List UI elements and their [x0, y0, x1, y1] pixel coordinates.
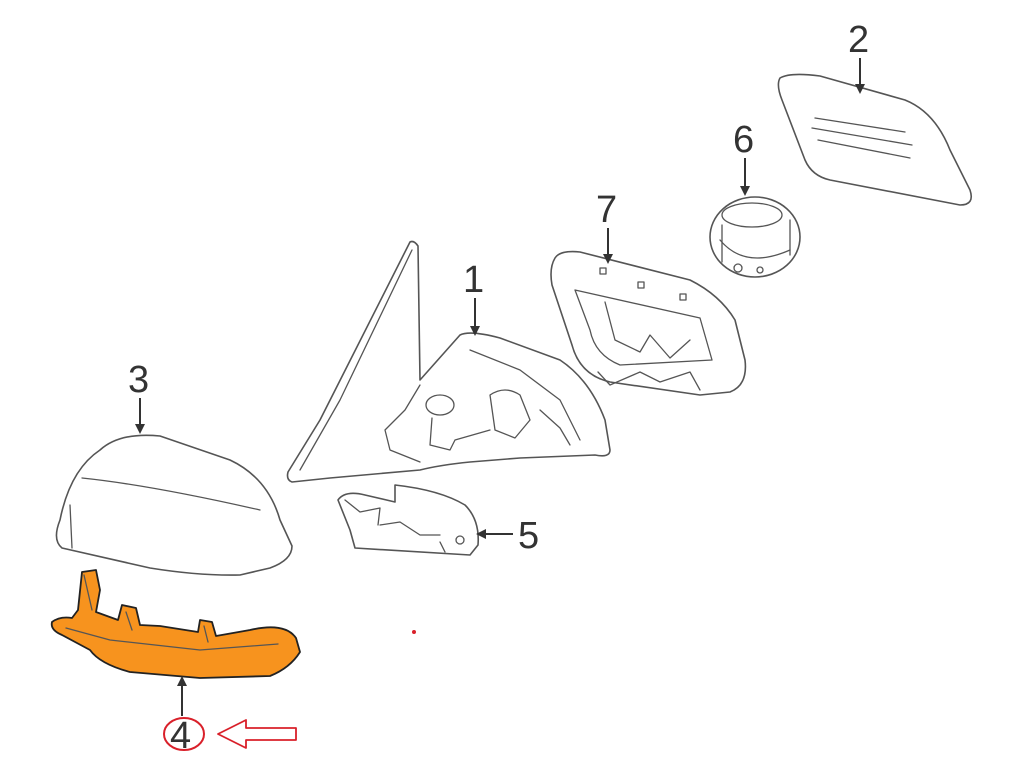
part-6-adjust-motor[interactable] [709, 196, 801, 278]
callout-5: 5 [518, 515, 539, 557]
stray-dot [412, 630, 416, 634]
highlight-circle [163, 717, 205, 751]
callout-6: 6 [733, 119, 754, 161]
callout-7: 7 [596, 189, 617, 231]
callout-1: 1 [463, 259, 484, 301]
callout-3: 3 [128, 359, 149, 401]
part-7-housing-frame[interactable] [550, 250, 747, 396]
part-3-mirror-cap[interactable] [55, 434, 293, 576]
highlight-arrow-icon [217, 719, 297, 749]
part-1-mirror-base[interactable] [286, 240, 611, 483]
callout-2: 2 [848, 19, 869, 61]
part-4-turn-signal-lens[interactable] [50, 569, 301, 679]
part-5-lower-bracket[interactable] [337, 484, 480, 556]
part-2-mirror-glass[interactable] [777, 73, 973, 206]
leader-arrows [135, 58, 865, 716]
callout-4: 4 [170, 715, 191, 757]
